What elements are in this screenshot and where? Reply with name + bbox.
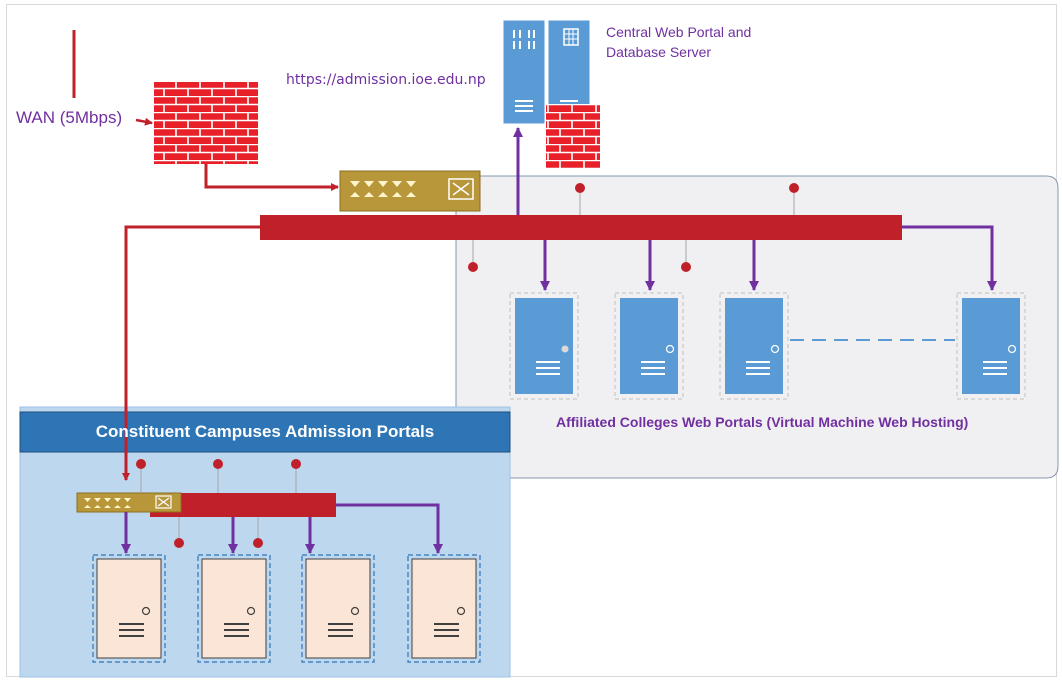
- affiliated-drop-links: [540, 225, 997, 291]
- wan-label: WAN (5Mbps): [16, 108, 123, 127]
- campus-switch-icon: [76, 492, 182, 513]
- backbone-bus: [260, 215, 902, 240]
- campus-bus-pins: [136, 459, 301, 548]
- campus-server-2: [197, 554, 271, 663]
- campus-server-3: [301, 554, 375, 663]
- constituent-campuses-title-bar: [19, 411, 511, 453]
- main-switch-icon: [339, 170, 481, 212]
- firewall-to-switch-link: [204, 164, 339, 191]
- firewall-icon: [154, 82, 258, 164]
- backbone-to-campus-link: [122, 225, 262, 481]
- affiliated-server-3: [719, 292, 789, 400]
- central-firewall-icon: [546, 104, 600, 168]
- central-server-label: Central Web Portal and Database Server: [606, 24, 752, 60]
- affiliated-server-2: [614, 292, 684, 400]
- wan-arrow: [135, 117, 153, 126]
- portal-url-label: https://admission.ioe.edu.np: [286, 72, 486, 88]
- campus-server-4: [407, 554, 481, 663]
- constituent-campuses-title: Constituent Campuses Admission Portals: [95, 422, 435, 441]
- affiliated-colleges-label: Affiliated Colleges Web Portals (Virtual…: [556, 414, 969, 430]
- campus-server-1: [92, 554, 166, 663]
- backbone-pins: [468, 183, 799, 272]
- affiliated-server-n: [956, 292, 1026, 400]
- campus-drop-links: [121, 503, 443, 554]
- affiliated-server-1: [509, 292, 579, 400]
